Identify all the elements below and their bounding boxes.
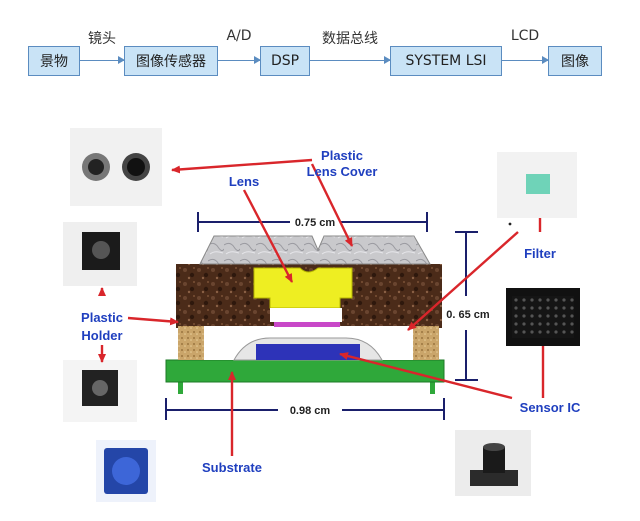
flow-arrow-1 <box>80 56 125 64</box>
module-cross-section <box>165 235 445 394</box>
dimension-height: 0. 65 cm <box>446 309 490 321</box>
flow-edge-data-bus: 数据总线 <box>322 31 378 47</box>
flow-edge-lens: 镜头 <box>88 31 116 47</box>
label-plastic-holder-1: Plastic <box>81 310 123 325</box>
dimension-width-bottom: 0.98 cm <box>290 405 331 417</box>
flow-arrow-3 <box>310 56 391 64</box>
signal-flow-chart: 景物 镜头 图像传感器 A/D DSP 数据总线 SYSTEM LSI LCD … <box>0 0 640 110</box>
label-plastic-lens-cover-1: Plastic <box>321 148 363 163</box>
label-plastic-lens-cover-2: Lens Cover <box>307 164 378 179</box>
module-photo <box>455 430 531 496</box>
dimension-width-top: 0.75 cm <box>295 217 336 229</box>
flow-node-system-lsi: SYSTEM LSI <box>390 46 502 76</box>
flow-edge-lcd: LCD <box>510 28 540 44</box>
filter-photo <box>497 152 577 218</box>
label-sensor-ic: Sensor IC <box>520 400 581 415</box>
plastic-lens-cover <box>199 235 431 265</box>
flow-edge-ad: A/D <box>226 28 252 44</box>
substrate-chip-photo <box>96 440 156 502</box>
label-filter: Filter <box>524 246 556 261</box>
label-substrate: Substrate <box>202 460 262 475</box>
filter-layer <box>274 322 340 327</box>
sensor-ic-die <box>256 344 360 360</box>
label-plastic-holder-2: Holder <box>81 328 122 343</box>
callout-arrows <box>98 158 519 456</box>
dimension-lines <box>165 212 478 420</box>
flow-arrow-4 <box>502 56 549 64</box>
sensor-ic-photo <box>506 288 580 346</box>
flow-node-image-sensor: 图像传感器 <box>124 46 218 76</box>
flow-node-scene: 景物 <box>28 46 80 76</box>
holder-photo-top <box>63 222 137 286</box>
lens-photo <box>70 128 162 206</box>
holder-photo-bottom <box>63 360 137 422</box>
flow-arrow-2 <box>218 56 261 64</box>
label-lens: Lens <box>229 174 259 189</box>
flow-node-image: 图像 <box>548 46 602 76</box>
flow-node-dsp: DSP <box>260 46 310 76</box>
